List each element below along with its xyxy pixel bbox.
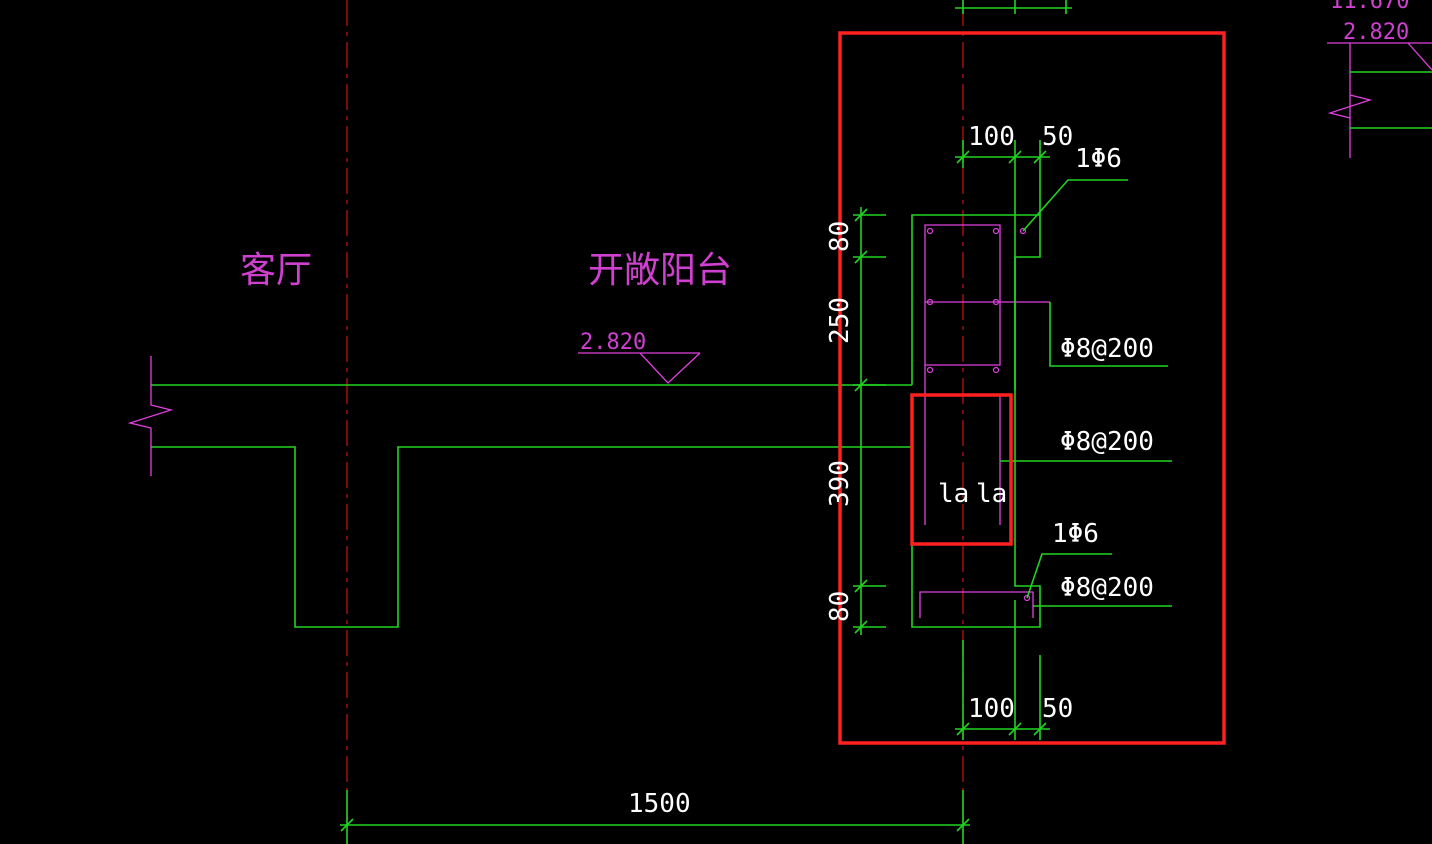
dim-h-upper: 250 [825,297,855,344]
elevation-label: 2.820 [580,330,646,355]
vertical-dimension [853,207,886,635]
dim-bottom-width: 100 [968,694,1015,724]
top-dimension [955,0,1072,390]
dim-bottom-cover: 50 [1042,694,1073,724]
highlight-box-inner [910,393,1013,546]
corner-elevation-label: 2.820 [1343,20,1409,45]
dim-h-top: 80 [825,221,855,252]
corner-elevation-top-label: 11.670 [1330,0,1409,14]
rebar-top-bar-label: 1Φ6 [1075,144,1122,174]
anchor-label-left: la [938,479,969,509]
bottom-dimension [955,600,1050,740]
room-label-balcony: 开敞阳台 [588,250,732,291]
rebar-cage [919,224,1050,618]
rebar-stirrup-label-1: Φ8@200 [1060,334,1154,364]
span-dimension [340,790,970,844]
rebar-stirrup-label-3: Φ8@200 [1060,573,1154,603]
highlight-box-outer [838,31,1226,745]
rebar-stirrup-label-2: Φ8@200 [1060,427,1154,457]
dim-top-width: 100 [968,122,1015,152]
beam-outline [911,214,1041,628]
dim-span: 1500 [628,789,691,819]
dim-top-cover: 50 [1042,122,1073,152]
leader-lines [1000,179,1172,607]
rebar-bottom-bar-label: 1Φ6 [1052,519,1099,549]
elevation-marker [578,352,701,384]
dim-h-middle: 390 [825,460,855,507]
dim-h-bottom: 80 [825,591,855,622]
anchor-label-right: la [976,479,1007,509]
slab-outline [127,356,912,628]
room-label-living: 客厅 [240,250,312,291]
corner-fragment [1327,42,1432,158]
